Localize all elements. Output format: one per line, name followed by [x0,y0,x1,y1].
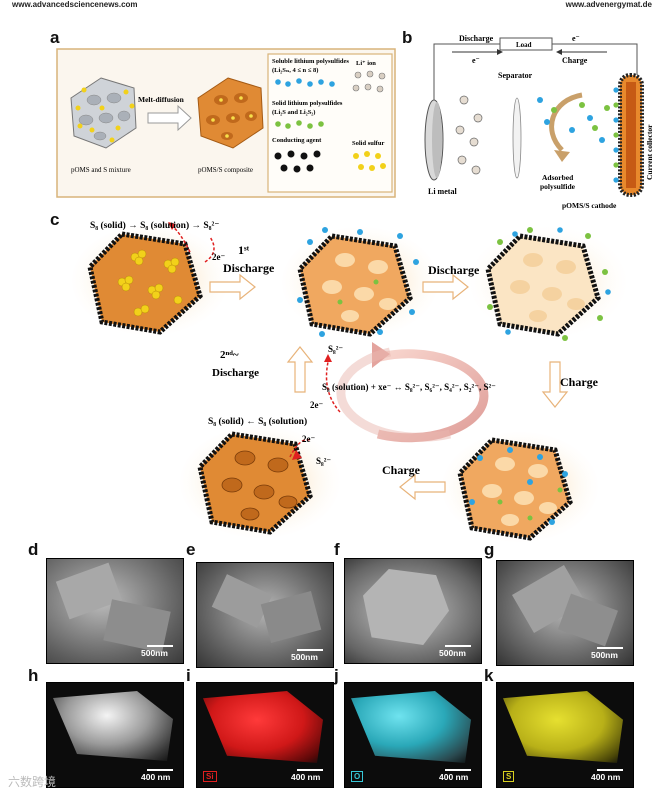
hex-charge [442,432,598,542]
eds-map-s: S 400 nm [496,682,634,788]
scale-g: 500nm [591,650,618,660]
journal-url-right: www.advenergymat.de [566,0,652,9]
charge-right-label: Charge [560,375,599,389]
panel-c-mechanism: S₈ (solid) → S₈ (solution) → S₈²⁻ 2e⁻ 1ˢ… [60,212,640,547]
top-equation: S₈ (solid) → S₈ (solution) → S₈²⁻ [90,220,219,231]
panel-g-label: g [484,540,494,560]
s8-2-minus-a: S₈²⁻ [328,344,343,354]
scale-e: 500nm [291,652,318,662]
li-metal-label: Li metal [428,187,457,196]
sem-image-d: 500nm [46,558,184,664]
arrow-second-discharge [288,347,312,392]
panel-f-label: f [334,540,340,560]
load-label: Load [516,41,532,49]
two-e-mid: 2e⁻ [310,400,323,410]
discharge-2-label: Discharge [428,263,480,277]
sem-image-f: 500nm [344,558,482,664]
legend-solid-sulfur: Solid sulfur [352,140,384,147]
legend-solid-formula: (Li₂S and Li₂S₂) [272,109,315,116]
center-equation: S₈ (solution) + xe⁻ ↔ S₈²⁻, S₆²⁻, S₄²⁻, … [322,382,496,392]
pOMS-composite-caption: pOMS/S composite [198,166,253,174]
scale-f: 500nm [439,648,466,658]
hex-further-discharge [470,227,626,341]
panel-a-schematic: pOMS and S mixture Melt-diffusion pOMS/S… [56,48,396,198]
scale-i: 400 nm [291,772,320,782]
pOMS-mixture-caption: pOMS and S mixture [71,166,131,174]
legend-soluble-title: Soluble lithium polysulfides [272,58,349,65]
panel-c-label: c [50,210,59,230]
watermark: 六数跨境 [8,773,56,790]
cathode-label: pOMS/S cathode [562,201,617,210]
panel-d-label: d [28,540,38,560]
panel-i-label: i [186,666,191,686]
panel-k-label: k [484,666,493,686]
legend-li-ion: Li⁺ ion [356,60,376,67]
current-collector-label: Current collector [645,124,654,180]
element-tag-s: S [503,771,514,782]
sem-image-e: 500nm [196,562,334,668]
two-e-bottom: 2e⁻ [302,434,315,444]
charge-label-b: Charge [562,56,588,65]
hex-first-discharge [282,227,438,337]
scale-k: 400 nm [591,772,620,782]
sem-image-g: 500nm [496,560,634,666]
melt-diffusion-label: Melt-diffusion [138,95,185,104]
panel-b-label: b [402,28,412,48]
hex-recharged [180,426,340,538]
first-label: 1ˢᵗ [238,243,250,257]
polysulfide-label: polysulfide [540,182,576,191]
stem-image-h: 400 nm [46,682,184,788]
pOMS-S-cathode [613,75,642,195]
eds-map-o: O 400 nm [344,682,482,788]
discharge-1-label: Discharge [223,261,275,275]
discharge-label-b: Discharge [459,34,494,43]
eds-map-si: Si 400 nm [196,682,334,788]
scale-j: 400 nm [439,772,468,782]
panel-h-label: h [28,666,38,686]
separator [513,98,521,178]
electron-right-label: e⁻ [572,34,580,43]
panel-j-label: j [334,666,339,686]
adsorbed-label: Adsorbed [542,173,574,182]
arrow-charge-bottom [400,475,445,499]
legend-conducting-agent: Conducting agent [272,137,322,144]
discharge-3-label: Discharge [212,367,259,379]
scale-d: 500nm [141,648,168,658]
separator-label: Separator [498,71,533,80]
legend-soluble-formula: (Li₂Sₙ, 4 ≤ n ≤ 8) [272,67,318,74]
element-tag-si: Si [203,771,217,782]
second-label: 2ⁿᵈ~ [220,349,239,361]
charge-bottom-label: Charge [382,463,421,477]
element-tag-o: O [351,771,363,782]
panel-e-label: e [186,540,195,560]
panel-b-cell-diagram: Discharge Load e⁻ Charge e⁻ Separator Li… [412,30,656,210]
journal-url-left: www.advancedsciencenews.com [12,0,138,9]
hex-initial-sulfur [72,225,228,335]
bottom-equation: S₈ (solid) ← S₈ (solution) [208,416,307,427]
panel-a-label: a [50,28,59,48]
legend-solid-title: Solid lithium polysulfides [272,100,343,107]
s8-2-minus-b: S₈²⁻ [316,456,331,466]
electron-left-label: e⁻ [472,56,480,65]
scale-h: 400 nm [141,772,170,782]
